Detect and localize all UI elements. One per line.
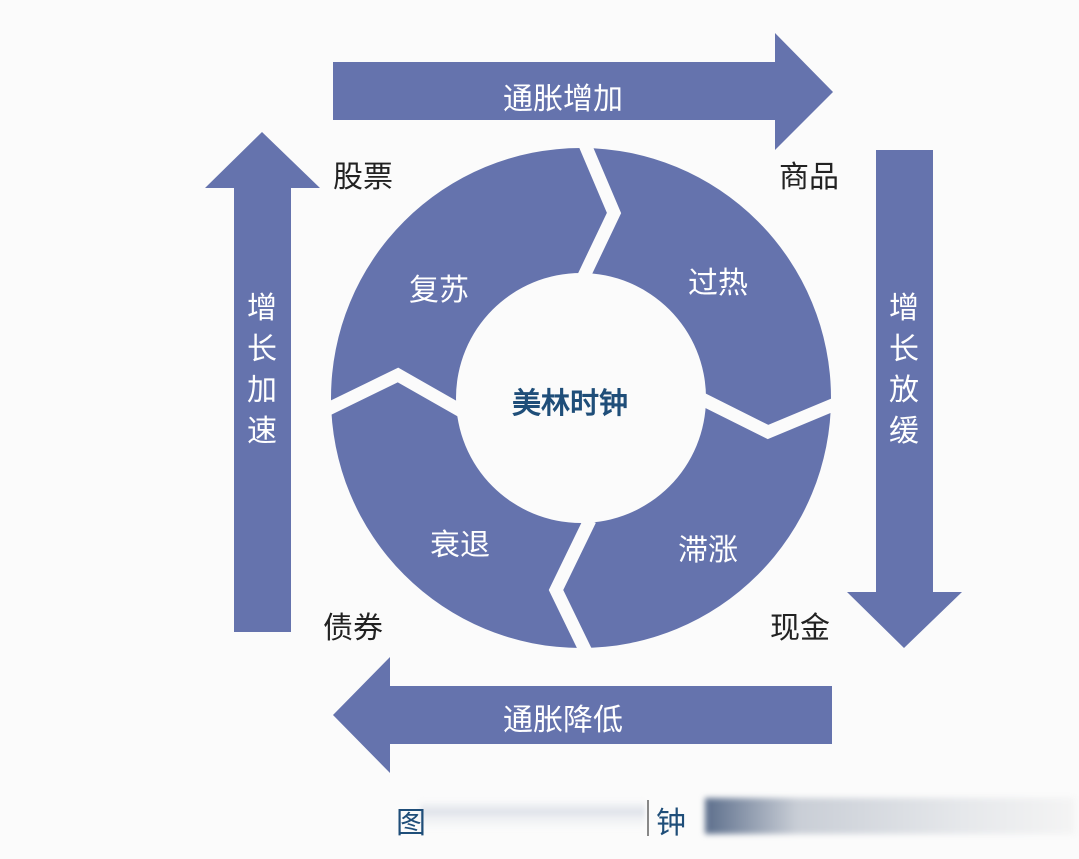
arrow-left-growth-up [205,132,320,632]
phase-recession: 衰退 [430,528,490,563]
asset-bonds: 债券 [323,611,383,646]
phase-overheat: 过热 [688,266,748,301]
arrow-bottom-inflation-down [333,657,832,773]
gap-left [319,367,467,418]
gap-bottom [548,517,596,663]
caption-blur-left [420,800,645,830]
arrow-top-label: 通胀增加 [503,82,623,117]
asset-commodities: 商品 [779,160,839,195]
gap-top [577,137,622,281]
phase-recovery: 复苏 [409,273,469,308]
center-title: 美林时钟 [512,386,629,420]
caption-divider [647,800,649,836]
caption-start: 图 [396,806,426,841]
arrow-right-growth-down [847,150,962,648]
arrow-top-inflation-up [333,33,833,150]
arrow-right-label: 增长放缓 [889,291,919,449]
arrow-left-label: 增长加速 [247,291,277,449]
arrow-bottom-label: 通胀降低 [503,703,623,738]
clock-ring [331,148,831,648]
caption-blur-right [705,798,1075,834]
asset-cash: 现金 [770,611,830,646]
caption-end: 钟 [656,806,686,841]
asset-stocks: 股票 [333,160,393,195]
gap-right [697,392,843,440]
phase-stagflation: 滞涨 [678,533,738,568]
